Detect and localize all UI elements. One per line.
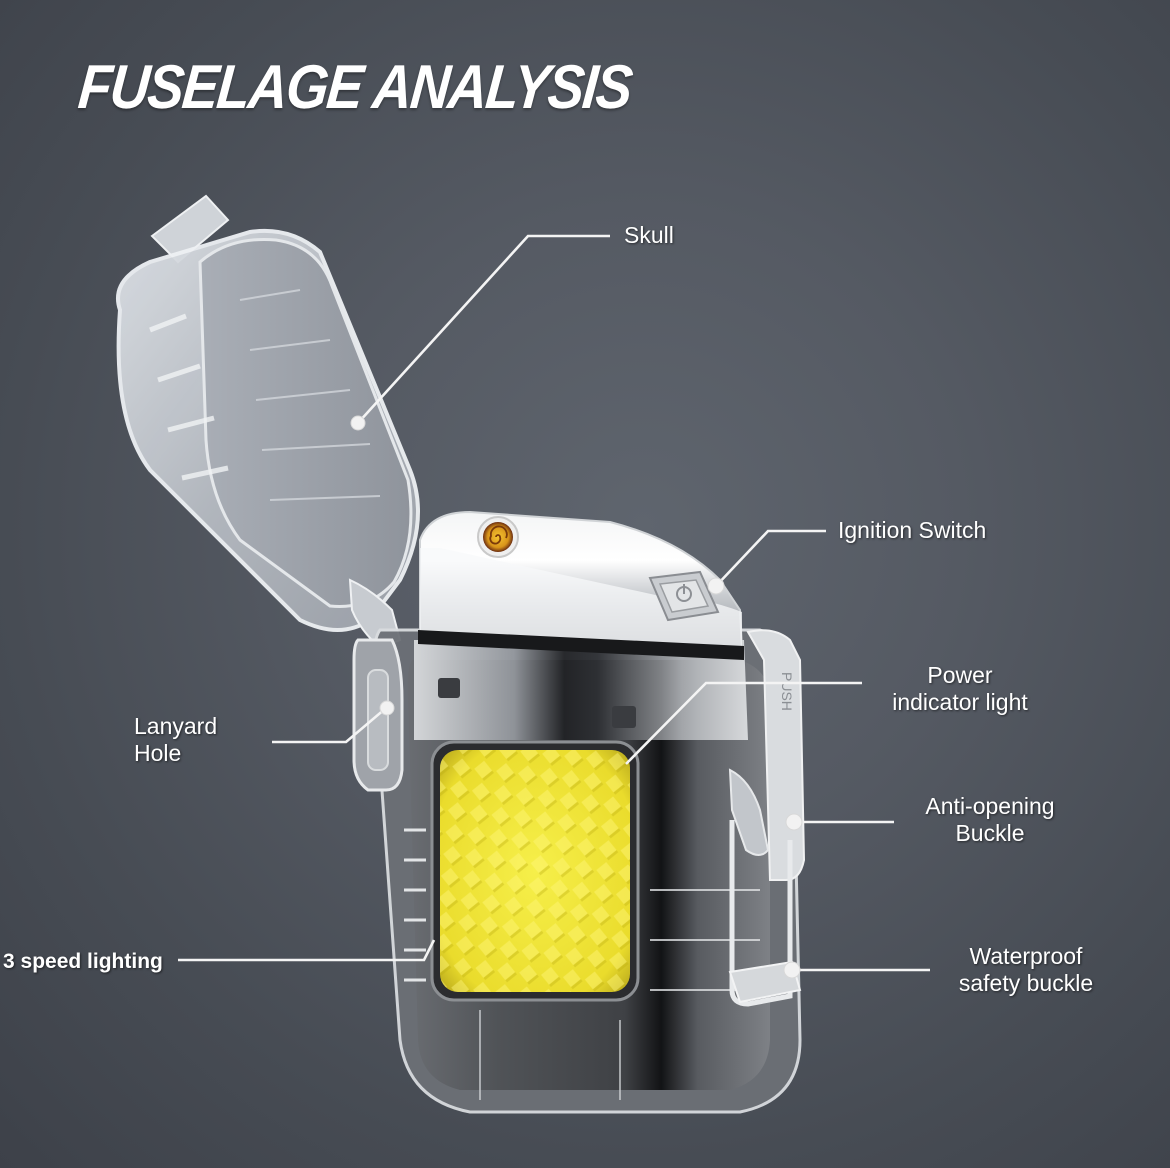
- label-power-indicator-line2: indicator light: [892, 689, 1028, 715]
- power-button-icon: [648, 570, 720, 622]
- chrome-top: [418, 510, 744, 660]
- label-waterproof-buckle: Waterproof safety buckle: [940, 943, 1112, 997]
- label-power-indicator: Power indicator light: [876, 662, 1044, 716]
- leader-lines: [178, 234, 930, 979]
- label-3-speed-lighting: 3 speed lighting: [3, 950, 163, 973]
- skull-leader: [357, 234, 610, 424]
- label-waterproof-line2: safety buckle: [958, 970, 1094, 996]
- label-lanyard-line1: Lanyard: [134, 713, 218, 739]
- label-anti-opening-buckle: Anti-opening Buckle: [908, 793, 1072, 847]
- label-waterproof-line1: Waterproof: [969, 943, 1083, 969]
- push-embossed-text: PUSH: [779, 672, 795, 711]
- power-indicator-leader: [625, 681, 862, 765]
- label-anti-opening-line1: Anti-opening: [925, 793, 1055, 819]
- transparent-lid: [116, 194, 420, 650]
- label-anti-opening-line2: Buckle: [955, 820, 1025, 846]
- label-ignition-switch: Ignition Switch: [838, 517, 987, 543]
- label-skull: Skull: [624, 222, 674, 248]
- lighting-leader: [178, 939, 436, 962]
- cob-light-panel: [430, 740, 640, 1002]
- label-lanyard-line2: Hole: [134, 740, 182, 766]
- label-lanyard-hole: Lanyard Hole: [134, 713, 217, 767]
- lanyard-leader: [272, 707, 387, 744]
- label-power-indicator-line1: Power: [927, 662, 993, 688]
- ignition-leader: [715, 529, 826, 587]
